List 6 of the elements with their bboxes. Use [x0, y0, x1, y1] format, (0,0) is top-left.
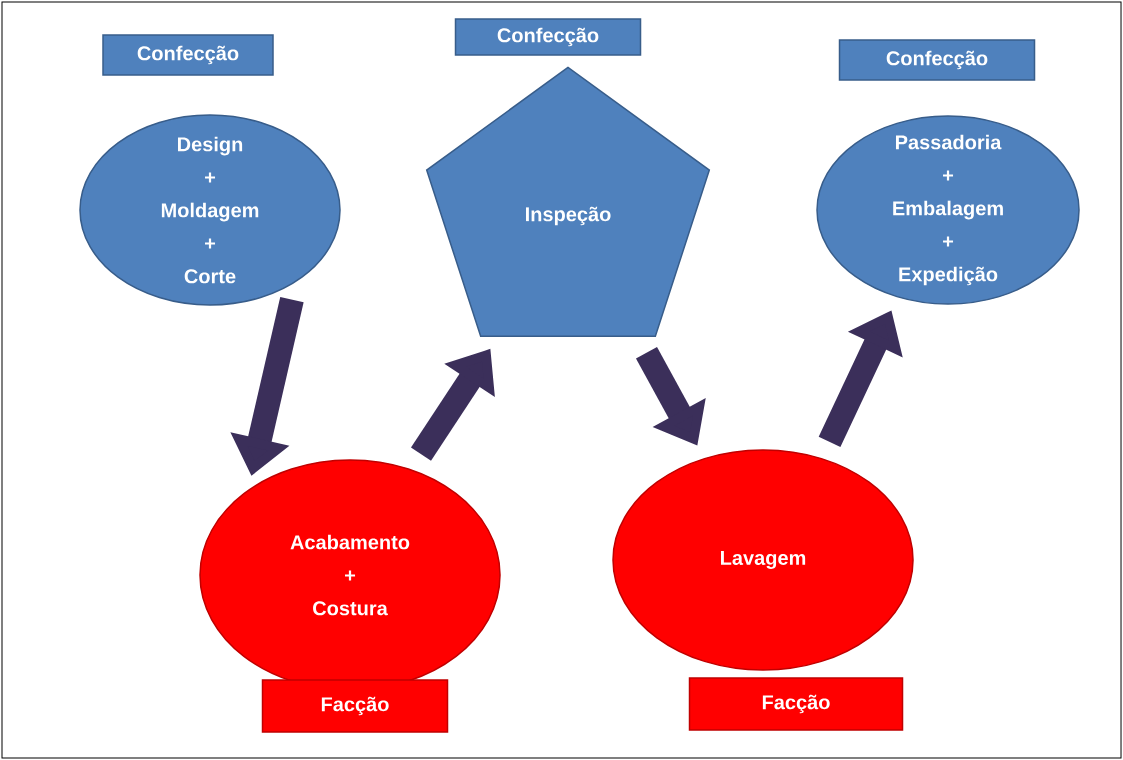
- label-box: Confecção: [454, 18, 642, 56]
- process-pentagon: Inspeção: [425, 66, 711, 337]
- label-box: Facção: [688, 677, 904, 731]
- label-box: Confecção: [838, 39, 1036, 81]
- label-box: Confecção: [102, 34, 274, 76]
- label-box: Facção: [261, 679, 449, 733]
